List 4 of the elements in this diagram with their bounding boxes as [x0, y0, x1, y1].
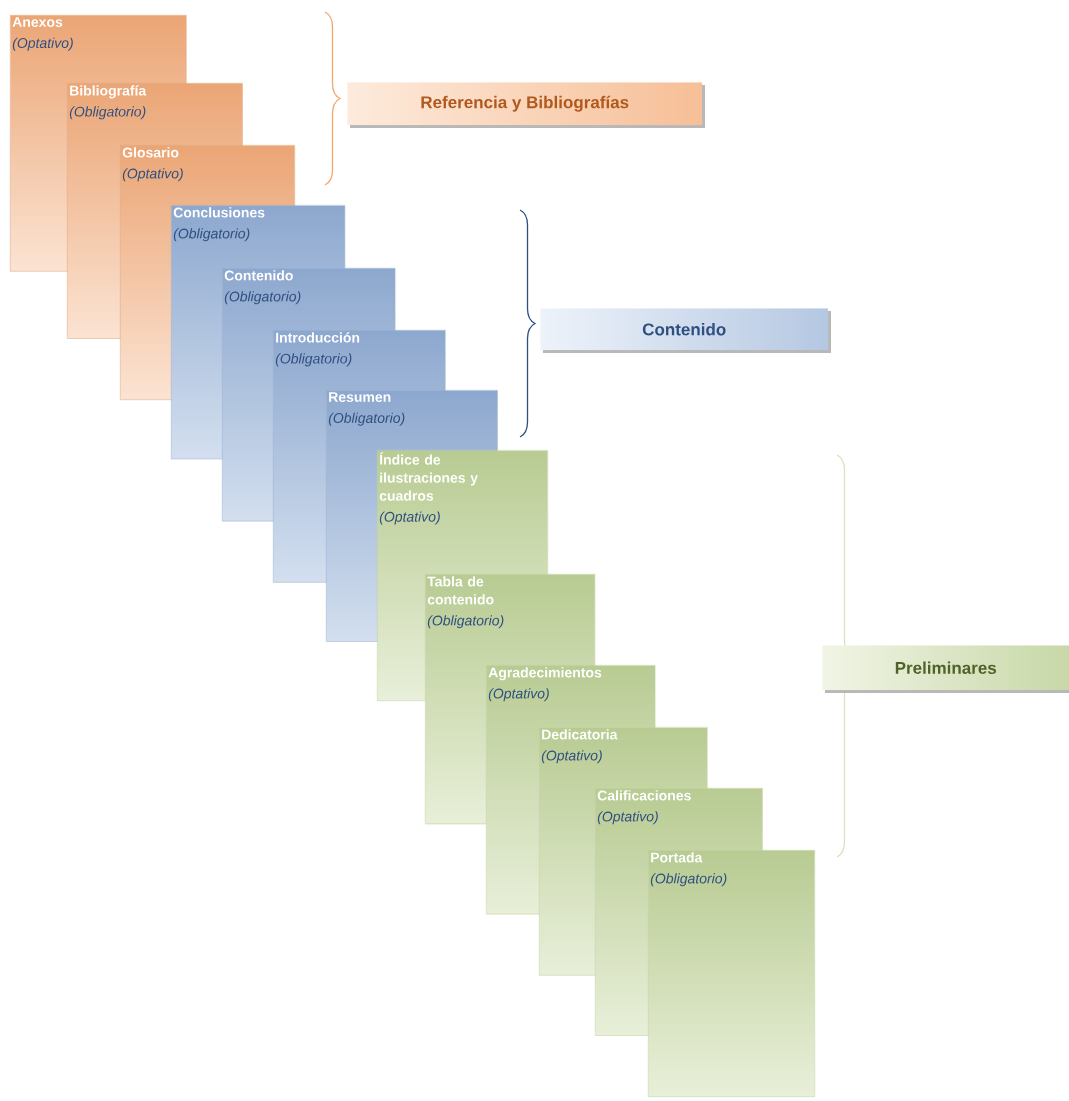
- page-card: Portada (Obligatorio): [648, 850, 815, 1097]
- heading-box: Referencia y Bibliografías: [347, 82, 705, 128]
- heading-box: Contenido: [540, 308, 831, 353]
- heading-box: Preliminares: [822, 645, 1069, 693]
